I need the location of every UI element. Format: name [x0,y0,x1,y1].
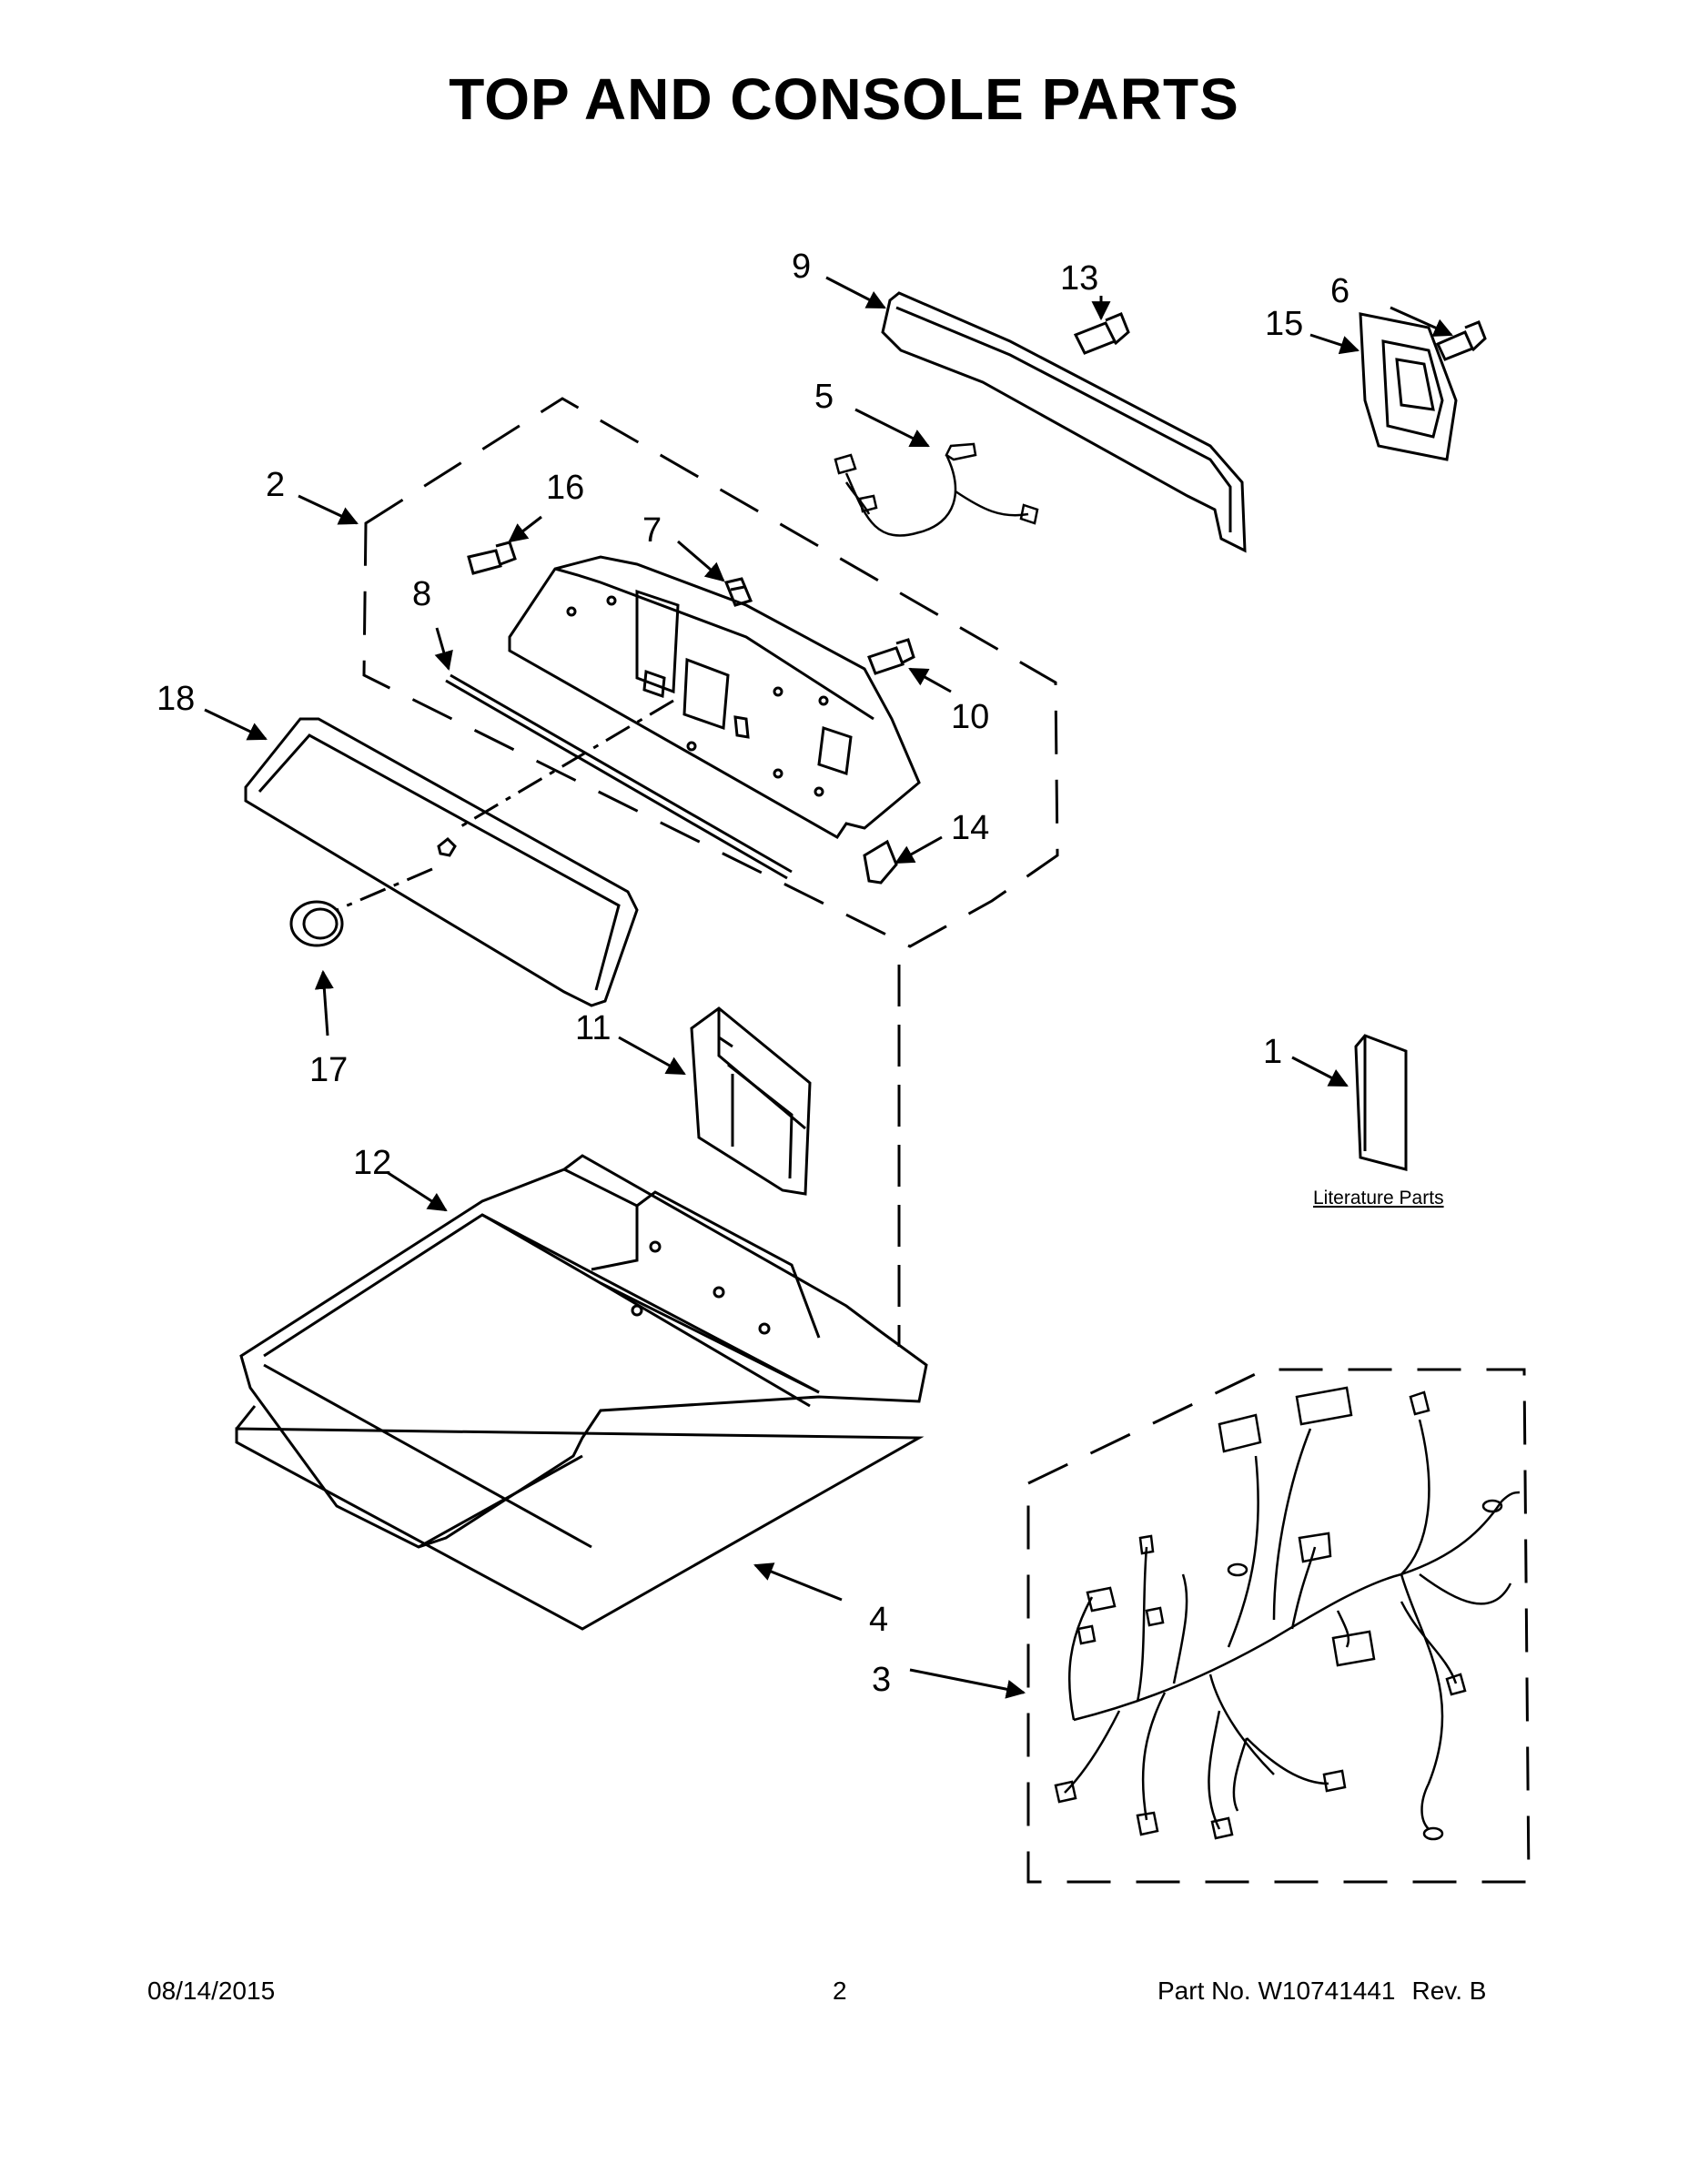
leader-8 [434,627,453,672]
callout-16: 16 [546,469,584,507]
knob-shaft [437,836,457,857]
screw-13 [1073,312,1130,355]
top-panel-12 [239,1154,928,1549]
control-board-11 [690,1006,812,1196]
callout-9: 9 [792,248,811,286]
callout-5: 5 [814,378,834,416]
main-harness-boundary [1026,1368,1531,1884]
callout-13: 13 [1060,259,1098,298]
alignment-line [336,867,433,912]
screw-10 [867,638,915,675]
callout-1: 1 [1263,1033,1282,1071]
callout-18: 18 [157,680,195,718]
leader-5 [854,408,930,448]
leader-10 [908,667,952,693]
clip-14 [863,839,898,885]
callout-14: 14 [951,809,989,847]
leader-12 [386,1170,448,1212]
leader-4 [753,1562,843,1602]
strip-8 [450,673,793,874]
knob-17 [289,900,344,947]
callout-15: 15 [1265,305,1303,343]
leader-3 [909,1668,1026,1699]
callout-8: 8 [412,575,431,613]
console-body [508,555,921,839]
console-overlay-18 [244,717,639,1007]
leader-17 [314,969,334,1036]
leader-15 [1309,333,1359,355]
callout-17: 17 [309,1051,348,1089]
callout-10: 10 [951,698,989,736]
clip-7 [723,577,753,607]
wire-harness-5 [834,442,1039,537]
leader-7 [677,540,725,582]
page-title: TOP AND CONSOLE PARTS [449,66,1239,132]
leader-11 [618,1036,686,1076]
main-harness-3 [1054,1386,1521,1841]
revision: Rev. B [1411,1977,1487,2005]
leader-9 [825,276,886,309]
callout-6: 6 [1330,272,1349,310]
leader-1 [1291,1056,1349,1087]
leader-18 [204,708,268,741]
leader-16 [508,515,542,543]
screw-16 [467,541,517,575]
alignment-line [454,699,674,832]
callout-4: 4 [869,1601,888,1639]
callout-2: 2 [266,466,285,504]
console-assembly-boundary [362,397,1059,948]
callout-11: 11 [575,1009,611,1047]
console-rear-panel [881,291,1247,553]
leader-2 [298,494,359,525]
callout-3: 3 [872,1661,891,1699]
screw-6 [1435,320,1487,361]
part-number: Part No. W10741441 [1157,1977,1396,2005]
footer-page-number: 2 [833,1977,847,2005]
literature-parts-label: Literature Parts [1313,1188,1444,1208]
leader-6 [1390,306,1453,337]
callout-12: 12 [353,1144,391,1182]
footer-part-number: Part No. W10741441 Rev. B [1157,1977,1486,2006]
bracket-15 [1359,312,1458,461]
callout-7: 7 [642,511,662,550]
leader-14 [895,835,943,864]
footer-date: 08/14/2015 [147,1977,276,2005]
literature-booklet-1 [1354,1034,1408,1171]
pad-4 [235,1405,925,1631]
